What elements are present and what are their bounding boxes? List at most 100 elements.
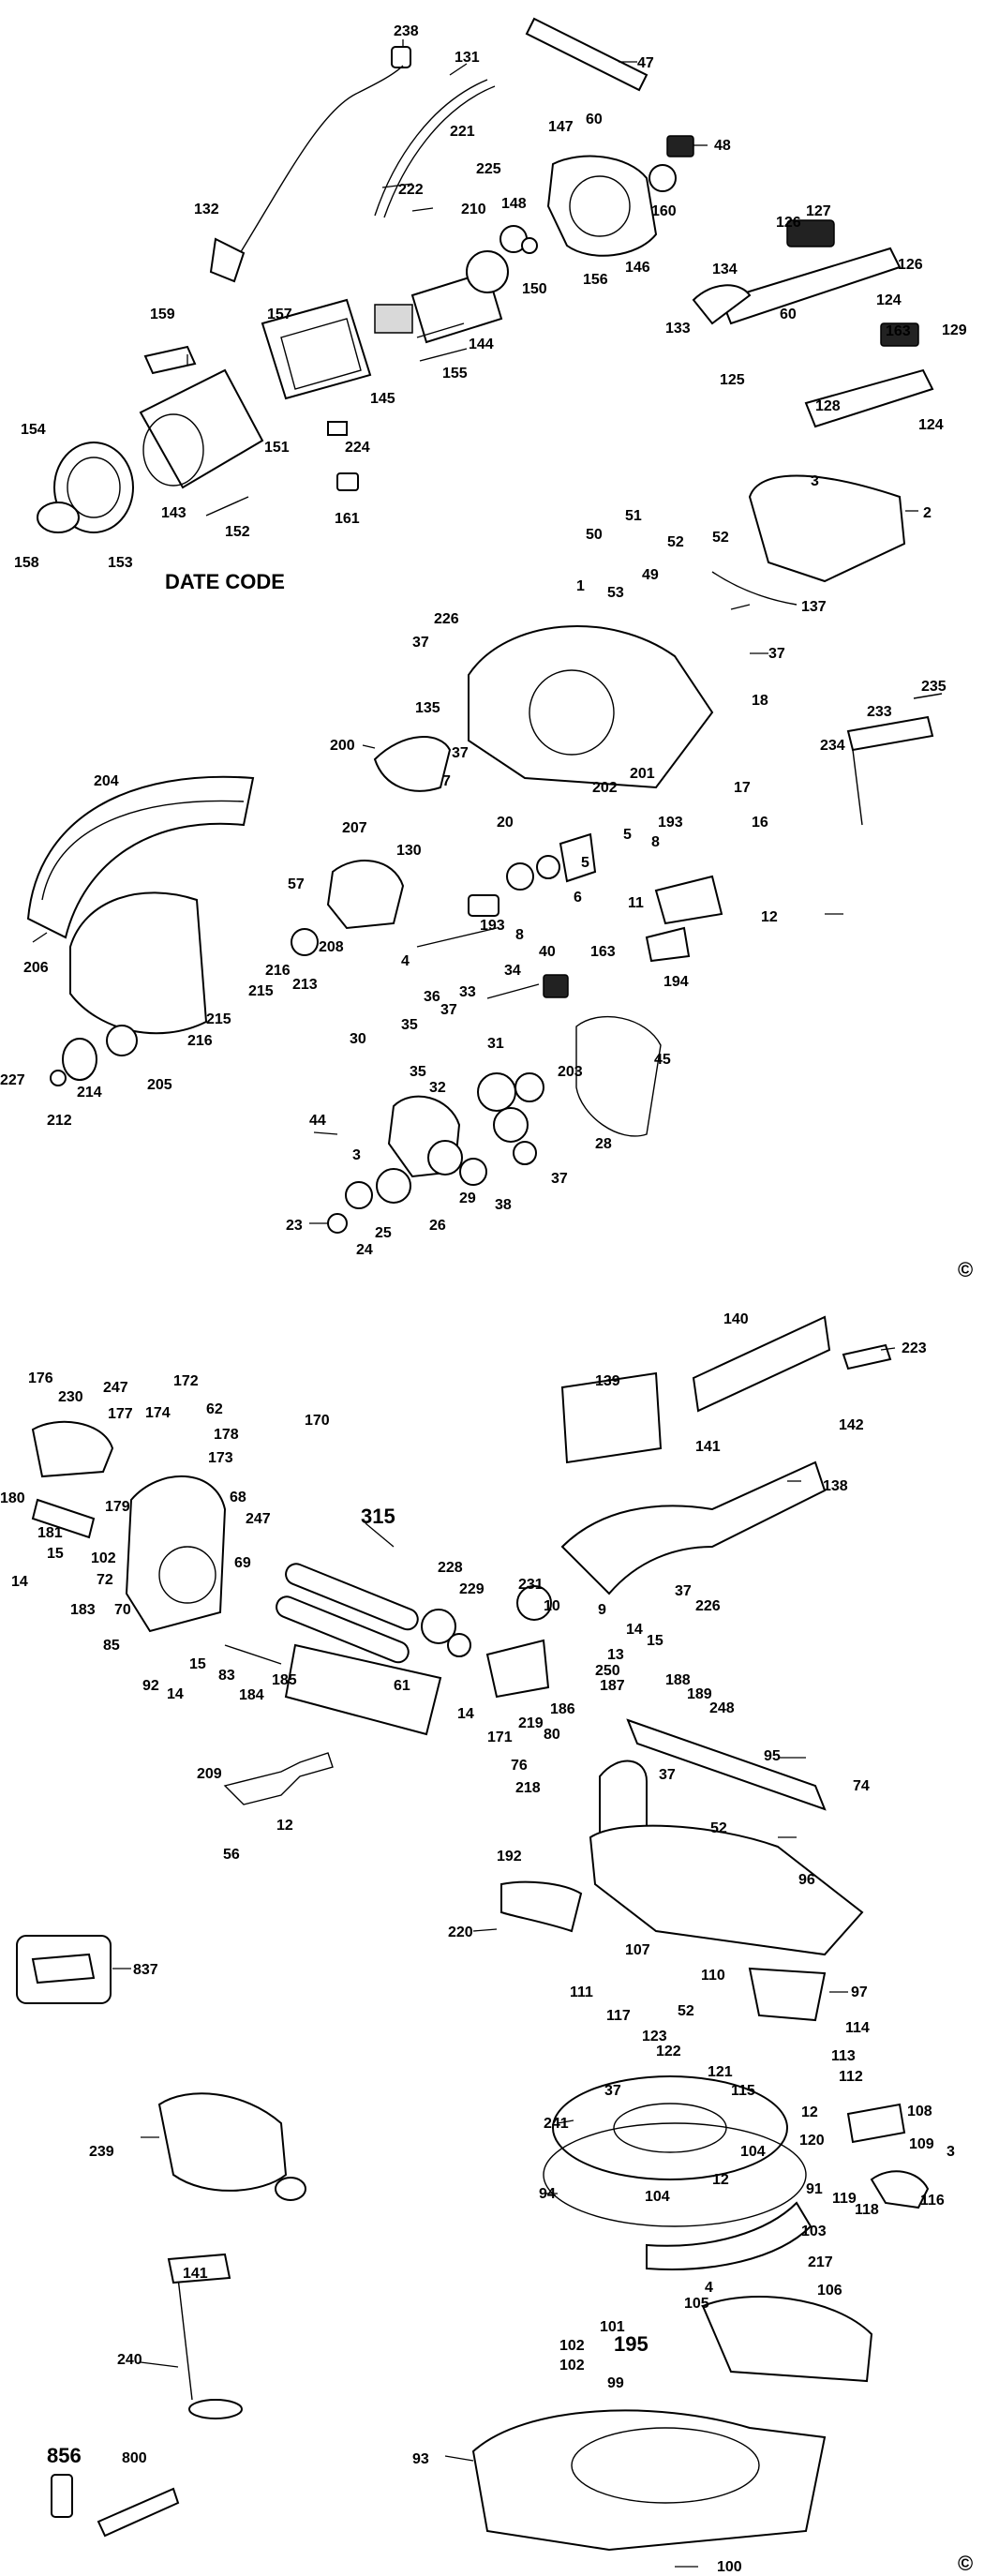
label-38: 38: [495, 1197, 512, 1213]
label-6: 6: [574, 890, 582, 906]
label-105: 105: [684, 2296, 709, 2312]
label-61: 61: [394, 1678, 410, 1694]
label-120: 120: [799, 2133, 825, 2149]
label-123: 123: [642, 2029, 667, 2044]
part-143-face: [142, 413, 204, 487]
part-armature-fan: [466, 250, 509, 293]
part-93-extension: [701, 2296, 873, 2383]
label-132: 132: [194, 202, 219, 217]
label-146: 146: [625, 260, 650, 276]
part-240-clamp-foot: [188, 2399, 243, 2419]
label-124b: 124: [918, 417, 944, 433]
label-68: 68: [230, 1490, 246, 1505]
label-177: 177: [108, 1406, 133, 1422]
label-53: 53: [607, 585, 624, 601]
label-186: 186: [550, 1701, 575, 1717]
label-8a: 8: [651, 834, 660, 850]
part-233-leg: [852, 749, 863, 826]
label-209: 209: [197, 1766, 222, 1782]
label-230: 230: [58, 1389, 83, 1405]
label-153: 153: [108, 555, 133, 571]
label-170: 170: [305, 1413, 330, 1429]
label-145: 145: [370, 391, 395, 407]
label-163b: 163: [590, 944, 616, 960]
label-143: 143: [161, 505, 186, 521]
part-97-insert: [748, 1967, 827, 2022]
label-225: 225: [476, 161, 501, 177]
label-126a: 126: [776, 215, 801, 231]
part-128-switch: [880, 322, 919, 347]
label-113: 113: [831, 2048, 856, 2064]
part-159-label: [143, 345, 197, 375]
part-143-motor-housing: [139, 368, 264, 489]
label-37a: 37: [412, 635, 429, 651]
label-104a: 104: [740, 2144, 766, 2160]
part-238: [391, 46, 411, 68]
part-48-pulley: [666, 135, 694, 157]
label-179: 179: [105, 1499, 130, 1515]
part-155-screw: [419, 348, 468, 362]
label-16: 16: [752, 815, 768, 831]
label-221: 221: [450, 124, 475, 140]
label-174: 174: [145, 1405, 171, 1421]
label-117: 117: [606, 2008, 631, 2024]
label-188: 188: [665, 1672, 691, 1688]
label-37e: 37: [551, 1171, 568, 1187]
part-76-housing: [599, 1760, 648, 1839]
part-239-mouth: [275, 2177, 306, 2201]
label-52d: 52: [678, 2003, 694, 2019]
part-131-wire-b: [383, 85, 496, 218]
label-100: 100: [717, 2559, 742, 2575]
label-183: 183: [70, 1602, 96, 1618]
part-229-ring: [447, 1633, 471, 1657]
part-124-handle-b: [804, 368, 934, 428]
label-91: 91: [806, 2181, 823, 2197]
label-35a: 35: [401, 1017, 418, 1033]
part-235-screw: [913, 693, 943, 699]
part-93-base: [471, 2409, 827, 2552]
label-102c: 102: [559, 2358, 585, 2374]
part-180-lever: [31, 1498, 96, 1539]
label-5b: 5: [581, 855, 589, 871]
label-96: 96: [798, 1872, 815, 1888]
label-52a: 52: [712, 530, 729, 546]
label-121: 121: [708, 2064, 733, 2080]
part-2-guard: [748, 474, 906, 583]
part-170-rail-a: [285, 1563, 419, 1631]
label-112: 112: [839, 2069, 863, 2085]
label-60a: 60: [586, 112, 603, 127]
label-215b: 215: [206, 1011, 231, 1027]
label-130: 130: [396, 843, 422, 859]
label-215a: 215: [248, 983, 274, 999]
part-144-screw: [416, 322, 465, 338]
label-14a: 14: [11, 1574, 28, 1590]
label-12a: 12: [761, 909, 778, 925]
part-156-bore: [569, 175, 631, 237]
copyright-upper: ©: [958, 1258, 973, 1281]
upper-assembly: [26, 17, 943, 1234]
label-158: 158: [14, 555, 39, 571]
part-223-label: [842, 1343, 892, 1370]
label-142: 142: [839, 1417, 864, 1433]
label-213: 213: [292, 977, 318, 993]
label-15a: 15: [47, 1546, 64, 1562]
part-224-brush: [327, 421, 348, 436]
label-13: 13: [607, 1647, 624, 1663]
label-29: 29: [459, 1191, 476, 1206]
part-185-pin: [224, 1644, 282, 1665]
label-155: 155: [442, 366, 468, 382]
part-800-tool: [97, 2487, 180, 2538]
label-101: 101: [600, 2319, 625, 2335]
label-50: 50: [586, 527, 603, 543]
part-214-boss: [62, 1038, 97, 1081]
label-24: 24: [356, 1242, 373, 1258]
label-4b: 4: [705, 2280, 713, 2296]
label-114: 114: [845, 2020, 870, 2036]
label-30: 30: [350, 1031, 366, 1047]
label-37d: 37: [440, 1002, 457, 1018]
part-205-hub: [106, 1025, 138, 1056]
label-126b: 126: [898, 257, 923, 273]
label-15b: 15: [647, 1633, 663, 1649]
label-92: 92: [142, 1678, 159, 1694]
label-51: 51: [625, 508, 642, 524]
